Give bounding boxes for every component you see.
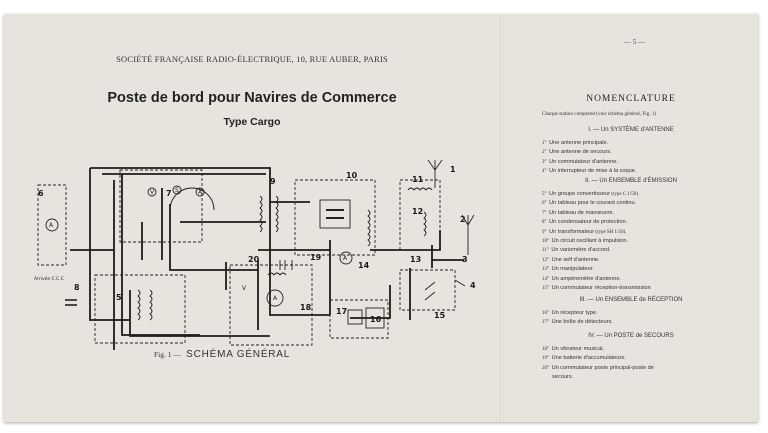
- nomenclature-intro: Chaque station comprend (voir schéma gén…: [542, 111, 657, 117]
- diagram-label: A: [273, 295, 278, 302]
- section-list: 18° Un vibrateur musical. 19° Une batter…: [542, 345, 757, 382]
- diagram-label: 11: [412, 175, 424, 184]
- paper-spread: SOCIÉTÉ FRANÇAISE RADIO-ÉLECTRIQUE, 10, …: [4, 14, 758, 422]
- diagram-label: A: [49, 222, 54, 229]
- section-list: 1° Une antenne principale. 2° Une antenn…: [542, 139, 757, 177]
- diagram-label: 17: [336, 307, 347, 316]
- list-item: 9° Un transformateur (type SH 1/50).: [542, 228, 627, 235]
- diagram-label: Arrivée C.C.C: [34, 275, 64, 282]
- section-title: I. — Un SYSTÈME d'ANTENNE: [588, 127, 674, 133]
- list-item: 11° Un variomètre d'accord.: [542, 247, 611, 254]
- list-item: 18° Un vibrateur musical.: [542, 346, 605, 352]
- diagram-label: 3: [462, 255, 468, 264]
- list-item: 7° Un tableau de manœuvre.: [542, 209, 615, 216]
- list-item: 13° Un manipulateur.: [542, 266, 594, 273]
- list-item: 3° Un commutateur d'antenne.: [542, 158, 618, 165]
- diagram-label: 16: [370, 315, 382, 324]
- diagram-label: 12: [412, 207, 423, 216]
- list-item: 8° Un condensateur de protection.: [542, 219, 628, 226]
- list-item: 14° Un ampèremètre d'antenne.: [542, 275, 622, 282]
- diagram-label: 18: [300, 303, 312, 312]
- page-number: — 5 —: [624, 38, 645, 46]
- diagram-label: 20: [248, 255, 260, 264]
- section-title: IV. — Un POSTE de SECOURS: [588, 333, 674, 339]
- diagram-label: 10: [346, 171, 358, 180]
- nomenclature-heading: NOMENCLATURE: [586, 94, 676, 104]
- section-title: III. — Un ENSEMBLE de RÉCEPTION: [579, 297, 683, 303]
- diagram-label: 19: [310, 253, 322, 262]
- section-list: 16° Un récepteur type. 17° Une boîte de …: [542, 309, 757, 328]
- diagram-label: 9: [270, 177, 276, 186]
- section-list: 5° Un groupe convertisseur (type C 1/50)…: [542, 190, 757, 293]
- figure-title: SCHÉMA GÉNÉRAL: [186, 349, 291, 360]
- list-item: 20° Un commutateur poste principal-poste…: [542, 364, 654, 371]
- diagram-label: A: [198, 189, 203, 196]
- diagram-label: S: [175, 187, 179, 194]
- diagram-label: A: [343, 255, 348, 262]
- diagram-label: 13: [410, 255, 421, 264]
- section-title: II. — Un ENSEMBLE d'ÉMISSION: [585, 178, 677, 184]
- center-fold: [500, 14, 504, 422]
- figure-caption: Fig. 1 — SCHÉMA GÉNÉRAL: [154, 349, 414, 360]
- diagram-label: 7: [166, 189, 172, 198]
- list-item: 16° Un récepteur type.: [542, 310, 598, 316]
- list-item: 2° Une antenne de secours.: [542, 149, 612, 156]
- list-item: 1° Une antenne principale.: [542, 140, 609, 146]
- list-item: 19° Une batterie d'accumulateurs.: [542, 355, 626, 362]
- list-item: 5° Un groupe convertisseur (type C 1/50)…: [542, 191, 640, 197]
- diagram-label: 2: [460, 215, 466, 224]
- list-item: 17° Une boîte de détecteurs.: [542, 319, 613, 326]
- diagram-label: 14: [358, 261, 370, 270]
- figure-number: Fig. 1 —: [154, 350, 181, 359]
- list-item: 6° Un tableau pour le courant continu.: [542, 200, 637, 207]
- right-page: — 5 — NOMENCLATURE Chaque station compre…: [504, 14, 758, 422]
- diagram-label: V: [242, 285, 247, 292]
- diagram-label: 4: [470, 281, 476, 290]
- left-page: SOCIÉTÉ FRANÇAISE RADIO-ÉLECTRIQUE, 10, …: [4, 14, 500, 422]
- circuit-diagram: 1 2 3 4 5 6 7 8 9 10 11 12 13 14 15 16 1: [34, 159, 476, 350]
- list-item: 10° Un circuit oscillant à impulsion.: [542, 238, 629, 245]
- diagram-label: 1: [450, 165, 456, 174]
- list-item: 12° Une self d'antenne.: [542, 256, 600, 263]
- list-item: secours.: [552, 374, 574, 381]
- diagram-label: 8: [74, 283, 80, 292]
- page-subtitle: Type Cargo: [223, 116, 281, 128]
- diagram-label: 6: [38, 189, 44, 198]
- diagram-label: 5: [116, 293, 122, 302]
- page-title: Poste de bord pour Navires de Commerce: [107, 90, 397, 106]
- diagram-label: V: [150, 189, 155, 196]
- society-header: SOCIÉTÉ FRANÇAISE RADIO-ÉLECTRIQUE, 10, …: [116, 54, 388, 64]
- diagram-label: 15: [434, 311, 446, 320]
- list-item: 4° Un interrupteur de mise à la coque.: [542, 168, 637, 175]
- list-item: 15° Un commutateur réception-transmissio…: [542, 285, 651, 292]
